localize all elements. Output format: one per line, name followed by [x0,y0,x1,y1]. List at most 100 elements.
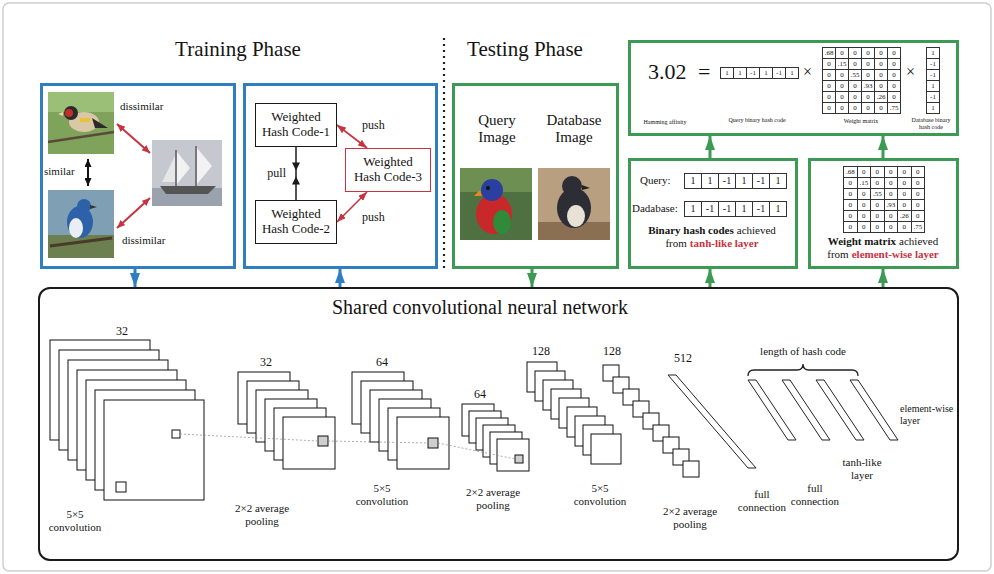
fully-connected-layers [668,375,756,468]
code-cell: 1 [769,173,787,189]
code-cell: 0 [835,102,849,114]
blue-bird-photo [48,190,114,258]
fully-connected-layers [850,380,898,440]
code-cell: -1 [718,173,736,189]
convolution-stack [591,434,621,464]
layer-name: 5×5 convolution [571,482,629,507]
goldfinch-photo [64,106,78,120]
parrot-photo [460,168,532,240]
channel-count: 32 [107,325,137,339]
caption-paragraph: Binary hash codesachieved fromtanh-like … [636,224,788,249]
goldfinch-photo [65,109,73,117]
test-image-panel: Query ImageDatabase Image [452,83,619,269]
similarity-label: similar [44,165,75,178]
pooling-stack [515,455,523,463]
code-cell: 1 [720,67,734,79]
fully-connected-layers [668,375,898,468]
sailing-ship-photo [160,186,216,194]
parrot-photo [486,186,490,190]
caption-text: tanh-like layer [690,237,759,249]
layer-name: 5×5 convolution [46,508,104,533]
code-cell: 0 [822,102,836,114]
caption-text: Binary hash codes [648,224,734,236]
caption-paragraph: Weight matrixachieved fromelement-wise l… [812,235,954,260]
sailing-ship-photo [152,140,222,206]
blue-bird-photo [50,238,112,246]
connector [295,147,297,200]
code-cell: -1 [752,201,770,217]
connector [339,269,342,287]
bird-photo [538,168,610,240]
hash-code-box: Weighted Hash Code-1 [255,103,337,147]
phase-title: Testing Phase [445,37,605,61]
channel-count: 64 [465,388,495,402]
code-cell: 0 [897,221,912,233]
goldfinch-photo [48,92,114,112]
channel-count: 128 [526,345,556,359]
pooling-stack [497,439,529,471]
goldfinch-photo [58,112,63,116]
perspective-lines [180,434,515,459]
blue-bird-photo [69,218,83,238]
sailing-ship-photo [175,150,176,186]
connector [882,136,885,158]
pooling-stack [462,404,529,471]
code-cell: 1 [785,67,799,79]
sailing-ship-photo [197,148,212,184]
code-cell: 0 [874,102,888,114]
pooling-stack [283,417,335,469]
connector [709,269,712,287]
layer-name: full connection [736,488,788,513]
edge-label: push [360,119,387,133]
training-pair-panel: similar dissimilar dissimilar [40,83,236,269]
goldfinch-photo [80,118,90,122]
layer-name: 2×2 average pooling [224,502,300,527]
layer-name: element-wise layer [900,403,956,426]
parrot-photo [493,210,511,234]
formula-caption: Hamming affinity [635,119,695,126]
code-cell: 1 [735,173,753,189]
bird-photo [538,168,610,240]
layer-name: 2×2 average pooling [645,505,735,530]
bird-photo [562,176,582,196]
phase-divider [443,38,445,272]
pull-arrow-head [292,163,300,171]
convolution-stack [397,417,449,469]
code-cell: .75 [911,221,926,233]
pooling-stack [238,372,335,469]
parrot-photo [460,168,532,240]
code-cell: 0 [843,221,858,233]
sailing-ship-photo [152,140,222,206]
phase-title: Training Phase [128,37,348,61]
code-cell: 1 [684,173,702,189]
similarity-label: dissimilar [122,234,165,247]
channel-count: 512 [668,352,698,366]
row-label: Query: [640,174,671,187]
row-label: Dadabase: [632,202,678,215]
hash-code-box: Weighted Hash Code-3 [345,148,431,192]
goldfinch-photo [48,132,114,142]
edge-label: pull [265,167,288,181]
perspective-lines [438,443,515,459]
hash-length-brace [748,364,858,376]
pooling-stack [683,461,699,477]
caption-text: Weight matrix [828,235,896,247]
layer-name: tanh-like layer [836,456,888,481]
code-cell: -1 [752,173,770,189]
times-sign: × [906,63,915,81]
code-cell: 0 [848,102,862,114]
similarity-label: dissimilar [120,100,163,113]
code-cell: .75 [887,102,901,114]
similarity-arrows [88,124,150,228]
code-cell: 1 [684,201,702,217]
code-cell: 1 [733,67,747,79]
perspective-lines [328,441,428,443]
code-cell: 1 [769,201,787,217]
cnn-panel: Shared convolutional neural network [38,287,959,561]
formula-caption: Weight matrix [836,118,886,125]
box-label: Weighted Hash Code-2 [261,207,331,237]
code-cell: 1 [701,173,719,189]
convolution-stack [116,482,126,492]
